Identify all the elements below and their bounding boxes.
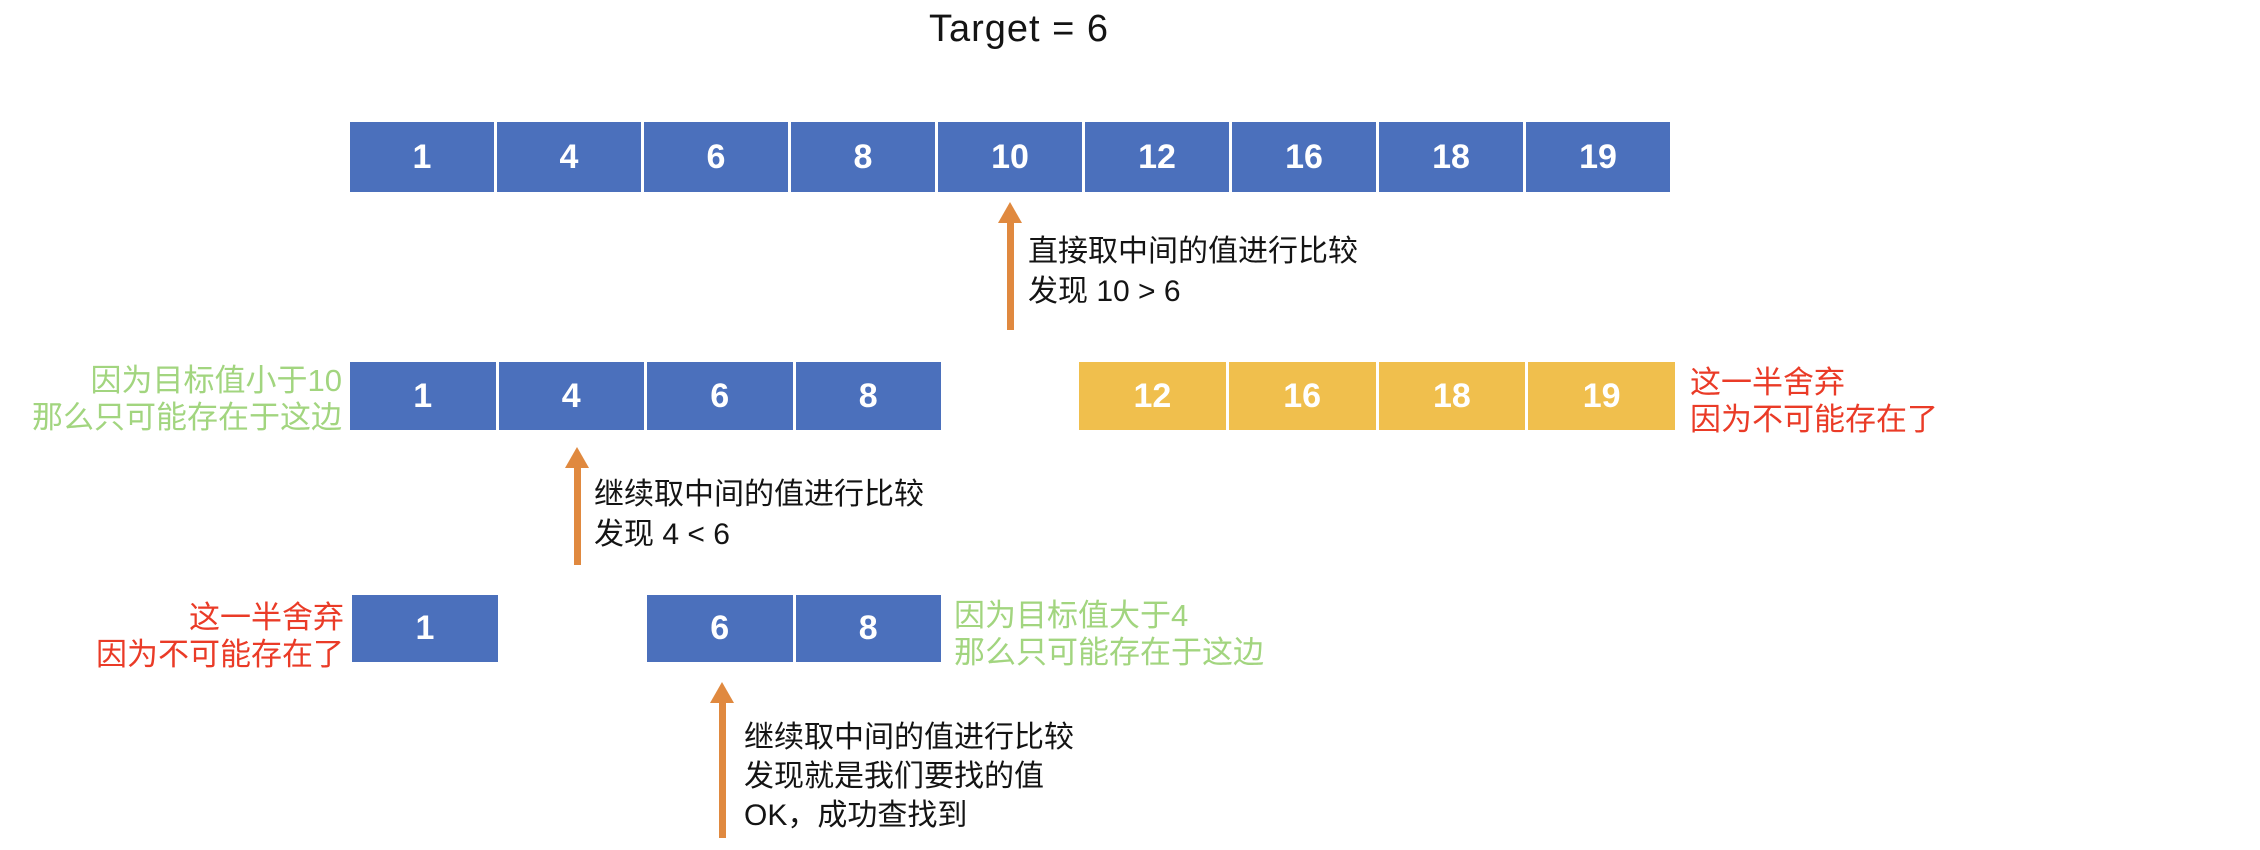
keep-left-line2: 那么只可能存在于这边 bbox=[32, 400, 342, 435]
array-cell: 8 bbox=[795, 595, 941, 662]
array-cell: 10 bbox=[938, 122, 1082, 192]
arrow-head bbox=[998, 202, 1022, 223]
discard-left-line2: 因为不可能存在了 bbox=[96, 637, 344, 672]
array-cell: 12 bbox=[1085, 122, 1229, 192]
array-cell: 8 bbox=[795, 362, 941, 430]
discard-right-line1: 这一半舍弃 bbox=[1690, 365, 1845, 400]
step3-line2: 发现就是我们要找的值 bbox=[744, 760, 1044, 793]
array-cell: 6 bbox=[644, 122, 788, 192]
step1-note: 直接取中间的值进行比较 发现 10 > 6 bbox=[1028, 232, 1358, 312]
arrow-shaft bbox=[573, 468, 581, 565]
array-cell: 4 bbox=[497, 122, 641, 192]
array-cell: 12 bbox=[1079, 362, 1226, 430]
array-cell: 16 bbox=[1228, 362, 1376, 430]
array-cell: 16 bbox=[1232, 122, 1376, 192]
arrow-head bbox=[710, 682, 734, 703]
discard-left-label: 这一半舍弃 因为不可能存在了 bbox=[0, 599, 344, 673]
array-row2-left: 1 4 6 8 bbox=[350, 362, 941, 430]
array-cell: 18 bbox=[1378, 362, 1526, 430]
array-cell: 6 bbox=[647, 362, 793, 430]
array-cell: 19 bbox=[1526, 122, 1670, 192]
up-arrow-icon bbox=[564, 447, 590, 565]
step3-line3: OK，成功查找到 bbox=[744, 799, 968, 832]
step1-line2: 发现 10 > 6 bbox=[1028, 275, 1181, 308]
up-arrow-icon bbox=[709, 682, 735, 838]
array-cell: 8 bbox=[791, 122, 935, 192]
keep-right-label: 因为目标值大于4 那么只可能存在于这边 bbox=[954, 597, 1264, 671]
step2-line2: 发现 4 < 6 bbox=[594, 518, 730, 551]
step2-note: 继续取中间的值进行比较 发现 4 < 6 bbox=[594, 475, 924, 555]
arrow-shaft bbox=[1006, 223, 1014, 330]
discard-right-line2: 因为不可能存在了 bbox=[1690, 402, 1938, 437]
step3-note: 继续取中间的值进行比较 发现就是我们要找的值 OK，成功查找到 bbox=[744, 718, 1074, 835]
array-cell: 19 bbox=[1528, 362, 1675, 430]
array-cell: 1 bbox=[350, 362, 496, 430]
array-row3-discarded-one: 1 bbox=[352, 595, 498, 662]
diagram-title: Target = 6 bbox=[928, 8, 1110, 50]
array-row3-kept: 6 8 bbox=[647, 595, 941, 662]
array-cell: 18 bbox=[1379, 122, 1523, 192]
keep-left-line1: 因为目标值小于10 bbox=[90, 363, 342, 398]
array-row1-full: 1 4 6 8 10 12 16 18 19 bbox=[350, 122, 1670, 192]
array-cell: 4 bbox=[498, 362, 644, 430]
discard-right-label: 这一半舍弃 因为不可能存在了 bbox=[1690, 364, 1938, 438]
array-cell: 1 bbox=[352, 595, 498, 662]
arrow-head bbox=[565, 447, 589, 468]
up-arrow-icon bbox=[997, 202, 1023, 330]
keep-right-line2: 那么只可能存在于这边 bbox=[954, 635, 1264, 670]
array-cell: 1 bbox=[350, 122, 494, 192]
step1-line1: 直接取中间的值进行比较 bbox=[1028, 235, 1358, 268]
keep-left-label: 因为目标值小于10 那么只可能存在于这边 bbox=[0, 362, 342, 436]
step3-line1: 继续取中间的值进行比较 bbox=[744, 721, 1074, 754]
discard-left-line1: 这一半舍弃 bbox=[189, 600, 344, 635]
step2-line1: 继续取中间的值进行比较 bbox=[594, 478, 924, 511]
arrow-shaft bbox=[718, 703, 726, 838]
array-row2-right-discarded: 12 16 18 19 bbox=[1079, 362, 1675, 430]
keep-right-line1: 因为目标值大于4 bbox=[954, 598, 1189, 633]
array-cell: 6 bbox=[647, 595, 793, 662]
